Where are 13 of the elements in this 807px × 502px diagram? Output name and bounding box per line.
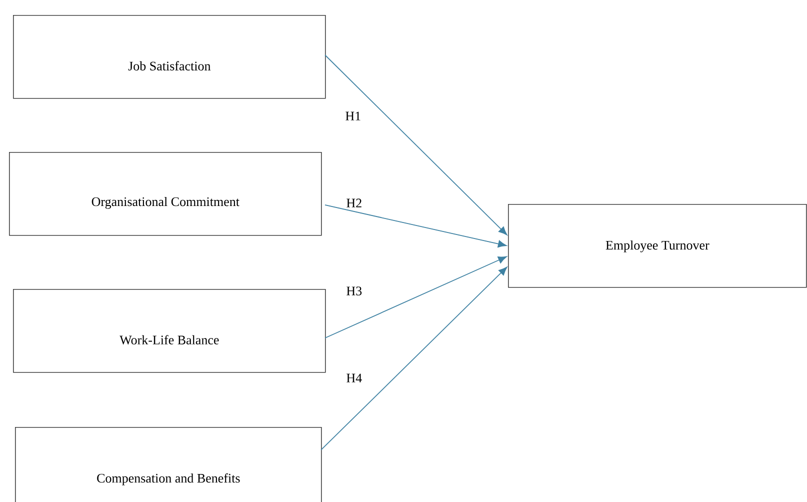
arrow [320, 266, 508, 450]
edge-label: H4 [346, 374, 362, 382]
arrow [324, 204, 507, 248]
arrow [324, 256, 507, 338]
arrow [324, 54, 508, 236]
concept-box: Employee Turnover [508, 204, 807, 288]
concept-box: Work-Life Balance [13, 289, 326, 373]
concept-box: Organisational Commitment [9, 152, 322, 236]
edge-label: H1 [346, 112, 360, 120]
concept-box: Compensation and Benefits [15, 427, 322, 502]
edge-label: H2 [346, 198, 362, 208]
edge-label: H3 [346, 286, 362, 296]
concept-box: Job Satisfaction [13, 15, 326, 99]
